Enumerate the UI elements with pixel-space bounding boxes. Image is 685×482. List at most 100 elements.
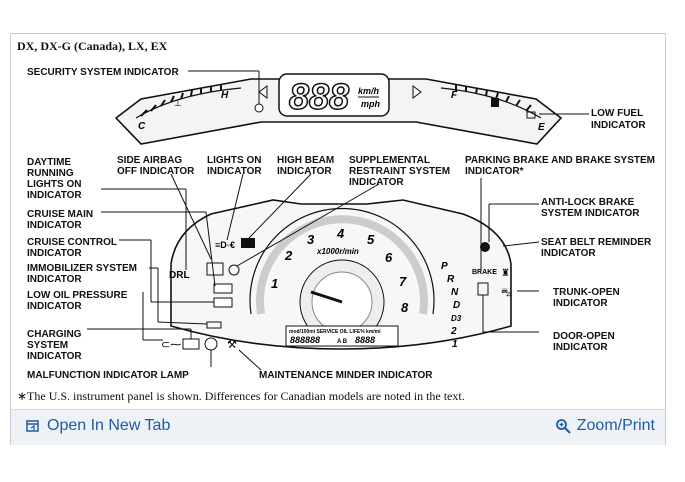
gear-n: N (451, 287, 459, 298)
label-srs-1: SUPPLEMENTAL (349, 155, 430, 166)
lcd-trip-mode: A B (337, 339, 348, 345)
label-side-airbag-1: SIDE AIRBAG (117, 155, 182, 166)
label-low-fuel-1: LOW FUEL (591, 108, 643, 119)
label-high-beam-2: INDICATOR (277, 166, 332, 177)
fuel-pump-icon (491, 98, 499, 107)
model-header: DX, DX-G (Canada), LX, EX (17, 39, 168, 53)
fuel-gauge: F E (440, 85, 545, 133)
malfunction-lamp-icon (204, 337, 218, 351)
multi-info-lcd (285, 325, 399, 347)
diagram-frame: DX, DX-G (Canada), LX, EX C H ⊥ F E (10, 33, 666, 445)
high-beam-lamp-icon (241, 238, 255, 248)
label-parking-brake-2: INDICATOR* (465, 166, 524, 177)
tach-number-2: 2 (284, 248, 293, 263)
srs-lamp-icon (228, 264, 240, 276)
label-security: SECURITY SYSTEM INDICATOR (27, 67, 179, 78)
gear-d3: D3 (451, 314, 462, 323)
label-cruise-control-1: CRUISE CONTROL (27, 237, 117, 248)
tach-number-7: 7 (399, 274, 407, 289)
tach-number-8: 8 (401, 300, 409, 315)
open-new-tab-link[interactable]: Open In New Tab (25, 417, 170, 435)
gear-1: 1 (452, 339, 458, 350)
temp-cold-label: C (138, 121, 146, 132)
footnote: ∗The U.S. instrument panel is shown. Dif… (17, 389, 465, 403)
abs-lamp-icon (480, 242, 490, 252)
cruise-control-lamp-icon (213, 297, 233, 308)
lights-on-lamp-icon: ≡D◦€ (215, 240, 235, 250)
coolant-temp-icon: ⊥ (174, 98, 182, 108)
seat-belt-lamp-icon: ♜ (501, 268, 510, 279)
label-immobilizer-1: IMMOBILIZER SYSTEM (27, 263, 137, 274)
instrument-panel-diagram: DX, DX-G (Canada), LX, EX C H ⊥ F E (17, 39, 655, 403)
maintenance-wrench-icon: ⚒ (227, 339, 237, 351)
zoom-print-link[interactable]: Zoom/Print (555, 417, 655, 435)
label-abs-2: SYSTEM INDICATOR (541, 208, 640, 219)
label-parking-brake-1: PARKING BRAKE AND BRAKE SYSTEM (465, 155, 655, 166)
label-drl-3: LIGHTS ON (27, 179, 81, 190)
label-drl-2: RUNNING (27, 168, 74, 179)
label-cruise-control-2: INDICATOR (27, 248, 82, 259)
digital-speed-display (278, 73, 390, 117)
gear-d: D (453, 300, 460, 311)
label-high-beam-1: HIGH BEAM (277, 155, 334, 166)
gear-indicator: P R N D D3 2 1 (441, 261, 462, 350)
footer-bar: Open In New Tab Zoom/Print (11, 409, 665, 445)
tach-number-1: 1 (271, 276, 278, 291)
lcd-odometer: 888888 (290, 335, 320, 345)
new-tab-icon (26, 420, 39, 432)
zoom-print-label: Zoom/Print (576, 417, 655, 434)
temp-hot-label: H (221, 90, 229, 101)
security-system-lamp (254, 103, 264, 113)
gear-2: 2 (450, 326, 457, 337)
label-abs-1: ANTI-LOCK BRAKE (541, 197, 635, 208)
label-seat-belt-1: SEAT BELT REMINDER (541, 237, 652, 248)
label-immobilizer-2: INDICATOR (27, 274, 82, 285)
temperature-gauge: C H ⊥ (135, 85, 242, 132)
label-srs-2: RESTRAINT SYSTEM (349, 166, 450, 177)
label-side-airbag-2: OFF INDICATOR (117, 166, 195, 177)
speed-digits: 888 (289, 76, 349, 117)
tach-scale-label: x1000r/min (316, 247, 359, 256)
charging-lamp-icon (182, 338, 200, 350)
tachometer: 1 2 3 4 5 6 7 8 x1000r/min (249, 207, 435, 345)
unit-mph: mph (361, 99, 381, 109)
label-oil-1: LOW OIL PRESSURE (27, 290, 128, 301)
label-trunk-2: INDICATOR (553, 298, 608, 309)
label-cruise-main-2: INDICATOR (27, 220, 82, 231)
label-maintenance: MAINTENANCE MINDER INDICATOR (259, 370, 433, 381)
fuel-empty-label: E (538, 122, 545, 133)
oil-pressure-lamp-icon: ⊂⁓ (161, 339, 181, 351)
gear-r: R (447, 274, 455, 285)
tach-number-3: 3 (307, 232, 315, 247)
low-fuel-lamp-icon (526, 111, 536, 119)
tach-number-6: 6 (385, 250, 393, 265)
gear-p: P (441, 261, 448, 272)
label-charging-2: SYSTEM (27, 340, 68, 351)
immobilizer-lamp-icon (206, 321, 222, 329)
label-lights-on-1: LIGHTS ON (207, 155, 261, 166)
label-door-1: DOOR-OPEN (553, 331, 615, 342)
label-lights-on-2: INDICATOR (207, 166, 262, 177)
cruise-main-lamp-icon (213, 283, 233, 294)
label-low-fuel-2: INDICATOR (591, 120, 646, 131)
side-airbag-off-lamp-icon (206, 262, 224, 276)
label-cruise-main-1: CRUISE MAIN (27, 209, 93, 220)
lcd-trip-value: 8888 (355, 335, 375, 345)
label-drl-4: INDICATOR (27, 190, 82, 201)
label-charging-1: CHARGING (27, 329, 82, 340)
label-oil-2: INDICATOR (27, 301, 82, 312)
tach-number-4: 4 (336, 226, 345, 241)
label-trunk-1: TRUNK-OPEN (553, 287, 620, 298)
callout-lines (87, 70, 589, 371)
drl-lamp-label: DRL (169, 270, 190, 281)
label-seat-belt-2: INDICATOR (541, 248, 596, 259)
label-charging-3: INDICATOR (27, 351, 82, 362)
right-turn-signal-icon (412, 85, 422, 99)
lcd-top-labels: mod/100mi SERVICE OIL LIFE% km/mi (289, 329, 381, 335)
open-new-tab-label: Open In New Tab (47, 417, 171, 434)
trunk-open-lamp-icon: ⛍ (501, 287, 512, 299)
label-door-2: INDICATOR (553, 342, 608, 353)
label-malfunction: MALFUNCTION INDICATOR LAMP (27, 370, 189, 381)
unit-kmh: km/h (358, 86, 380, 96)
fuel-full-label: F (451, 90, 458, 101)
